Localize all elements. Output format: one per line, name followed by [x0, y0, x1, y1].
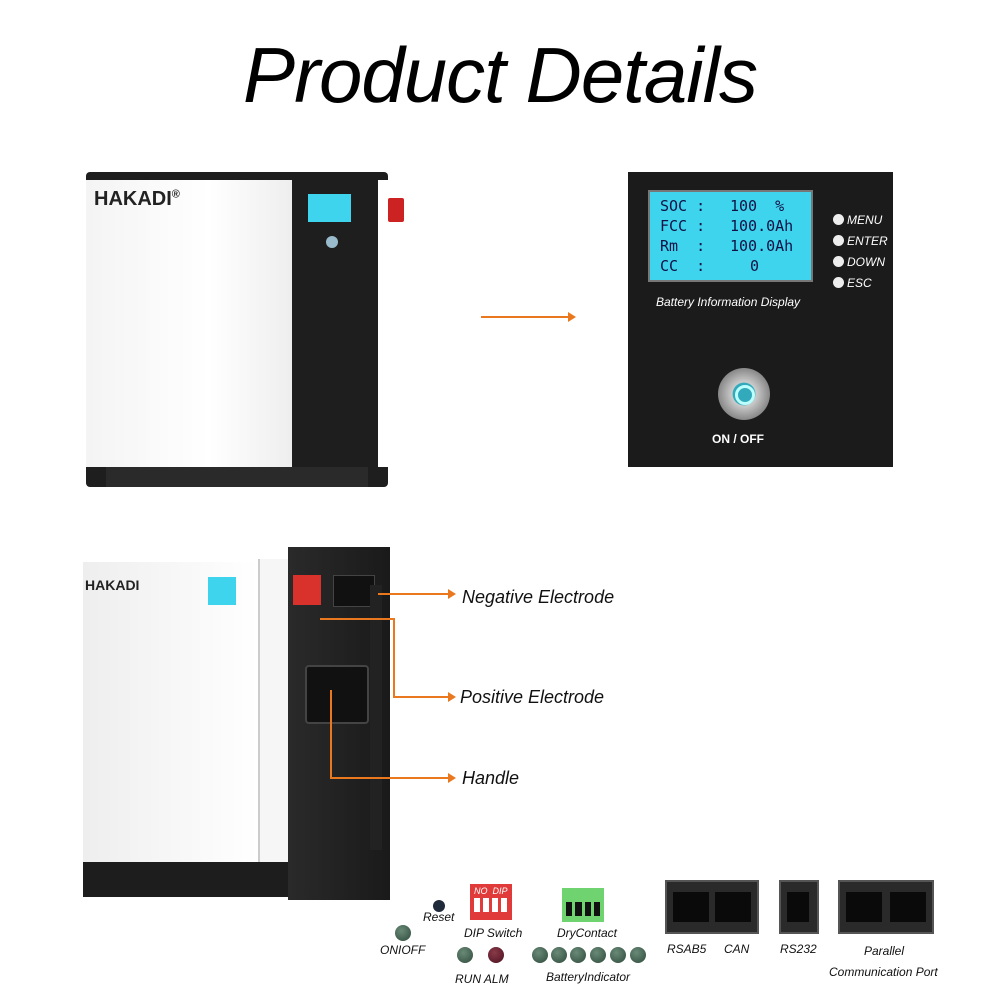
lcd-screen: SOC :100 % FCC :100.0Ah Rm :100.0Ah CC :… — [648, 190, 813, 282]
battery-indicator-label: BatteryIndicator — [546, 970, 631, 984]
handle — [305, 665, 369, 724]
battery-led — [630, 947, 646, 963]
reset-button — [433, 900, 445, 912]
dry-contact — [562, 888, 604, 922]
parallel-ports — [838, 880, 934, 934]
dip-label: DIP Switch — [464, 926, 523, 940]
comm-port-label: Communication Port — [829, 965, 938, 979]
positive-terminal — [333, 575, 375, 607]
display-caption: Battery Information Display — [656, 295, 801, 309]
mini-power-button — [326, 236, 338, 248]
brand-logo-side: HAKADI — [85, 577, 140, 593]
display-panel: SOC :100 % FCC :100.0Ah Rm :100.0Ah CC :… — [628, 172, 893, 467]
battery-led — [610, 947, 626, 963]
reset-label: Reset — [423, 910, 455, 924]
battery-led — [532, 947, 548, 963]
menu-button[interactable]: MENU — [833, 210, 888, 231]
battery-side-view: HAKADI — [83, 547, 390, 900]
rsab5-can-ports — [665, 880, 759, 934]
battery-front-view: HAKADI® — [86, 172, 388, 487]
terminal-tab — [388, 198, 404, 222]
power-label: ON / OFF — [712, 432, 764, 446]
battery-led — [570, 947, 586, 963]
rs232-label: RS232 — [780, 942, 817, 956]
negative-terminal — [293, 575, 321, 605]
handle-label: Handle — [462, 768, 520, 788]
arrow-head-icon — [568, 312, 576, 322]
enter-button[interactable]: ENTER — [833, 231, 888, 252]
positive-electrode-label: Positive Electrode — [460, 687, 605, 707]
brand-logo: HAKADI — [94, 188, 172, 210]
mini-lcd — [308, 194, 351, 222]
onoff-label: ONIOFF — [380, 943, 426, 957]
alm-led — [488, 947, 504, 963]
page-title: Product Details — [243, 31, 758, 119]
esc-button[interactable]: ESC — [833, 273, 888, 294]
arrow-line — [481, 316, 569, 318]
dry-contact-label: DryContact — [557, 926, 618, 940]
rsab5-label: RSAB5 — [667, 942, 707, 956]
parallel-label: Parallel — [864, 944, 905, 958]
onoff-led — [395, 925, 411, 941]
can-label: CAN — [724, 942, 750, 956]
run-alm-label: RUN ALM — [455, 972, 509, 986]
down-button[interactable]: DOWN — [833, 252, 888, 273]
rs232-port — [779, 880, 819, 934]
negative-electrode-label: Negative Electrode — [462, 587, 615, 607]
battery-led — [551, 947, 567, 963]
power-icon — [735, 385, 755, 405]
battery-led — [590, 947, 606, 963]
dip-switch: NO DIP — [470, 884, 512, 920]
run-led — [457, 947, 473, 963]
